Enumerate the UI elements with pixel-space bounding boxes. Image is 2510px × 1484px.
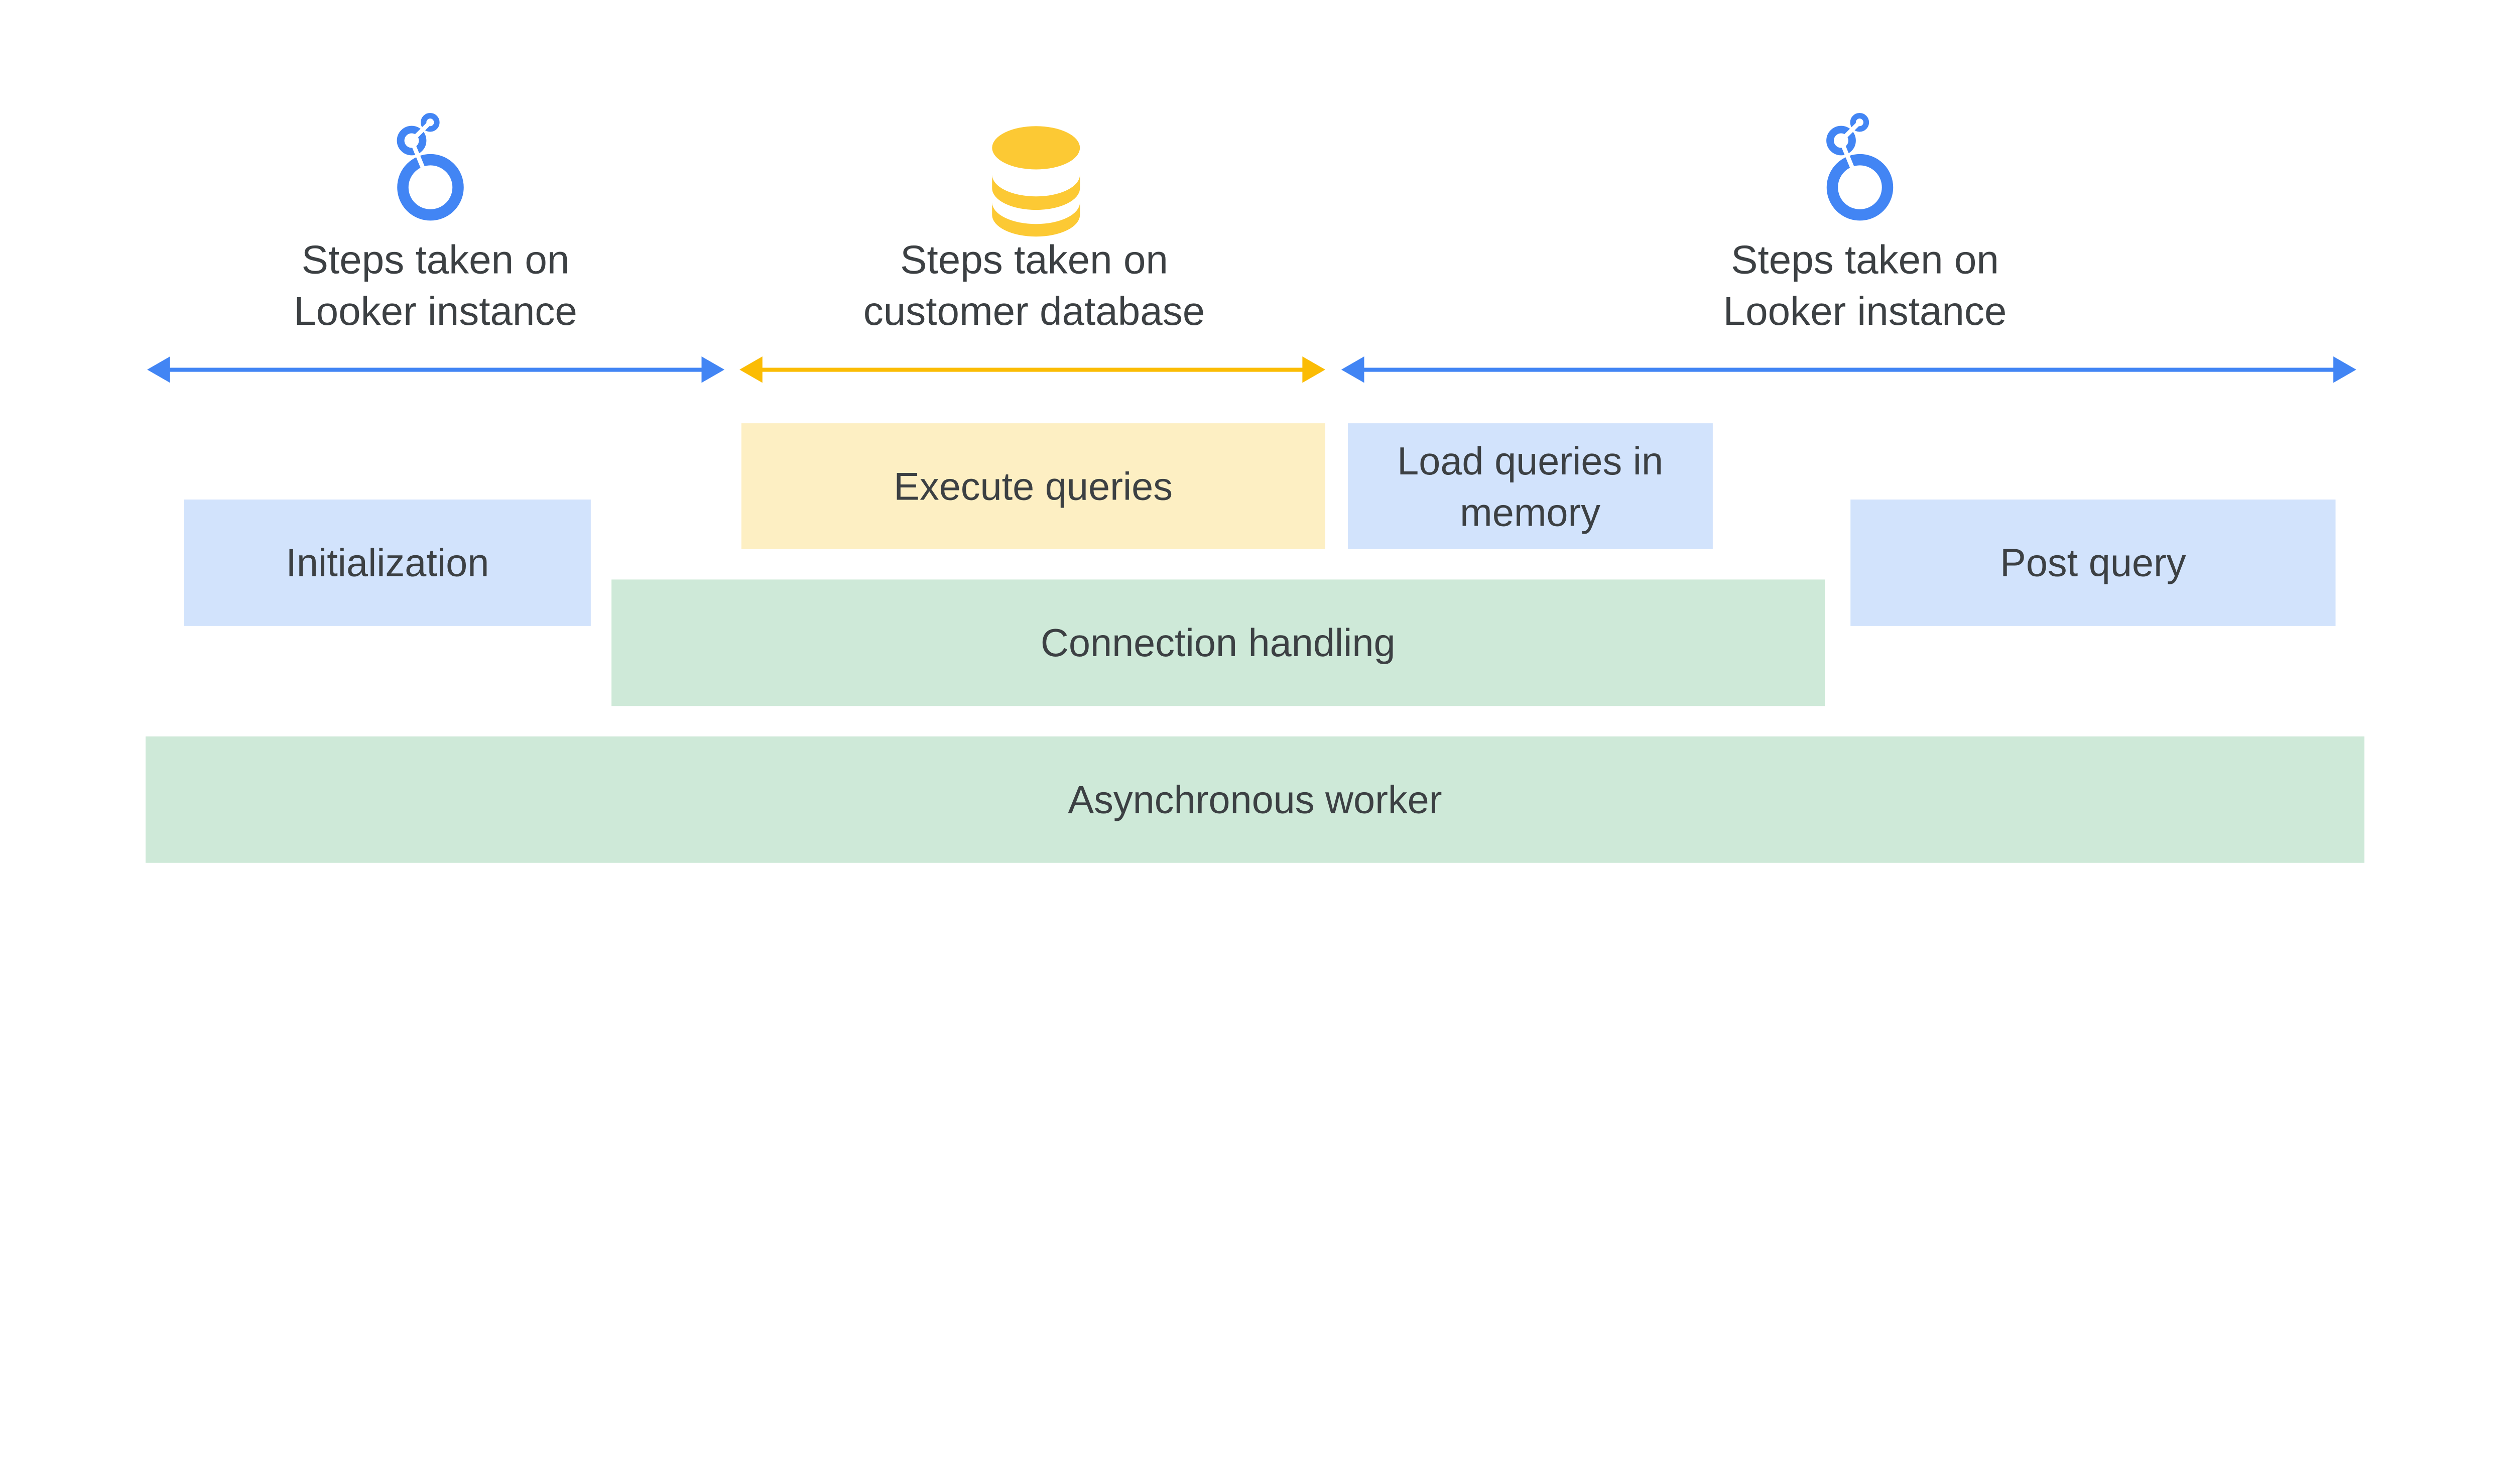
- load-queries-box: [1348, 423, 1713, 549]
- initialization-box: [184, 500, 591, 626]
- section-title-looker-instance-right-line2: Looker instance: [1723, 289, 2007, 333]
- looker-logo-icon: [1830, 116, 1888, 215]
- query-lifecycle-diagram: Steps taken on Looker instance Steps tak…: [146, 0, 2364, 863]
- looker-span-arrow-left: [147, 356, 725, 383]
- execute-queries-label: Execute queries: [894, 465, 1173, 509]
- section-title-customer-database-line2: customer database: [863, 289, 1205, 333]
- section-title-looker-instance-left-line2: Looker instance: [294, 289, 577, 333]
- section-title-looker-instance-right-line1: Steps taken on: [1731, 237, 1999, 282]
- load-queries-label-line1: Load queries in: [1397, 440, 1663, 483]
- initialization-label: Initialization: [286, 542, 489, 585]
- connection-handling-label: Connection handling: [1041, 622, 1396, 665]
- connection-handling-box: [611, 579, 1825, 706]
- execute-queries-box: [741, 423, 1325, 549]
- section-title-looker-instance-left-line1: Steps taken on: [302, 237, 570, 282]
- asynchronous-worker-label: Asynchronous worker: [1068, 778, 1442, 821]
- post-query-label: Post query: [2000, 542, 2186, 585]
- section-title-customer-database-line1: Steps taken on: [900, 237, 1168, 282]
- database-span-arrow: [739, 356, 1325, 383]
- looker-span-arrow-right: [1341, 356, 2356, 383]
- load-queries-label-line2: memory: [1460, 491, 1600, 535]
- post-query-box: [1850, 500, 2336, 626]
- looker-logo-icon: [401, 116, 458, 215]
- asynchronous-worker-box: [146, 736, 2364, 863]
- database-icon: [992, 126, 1080, 237]
